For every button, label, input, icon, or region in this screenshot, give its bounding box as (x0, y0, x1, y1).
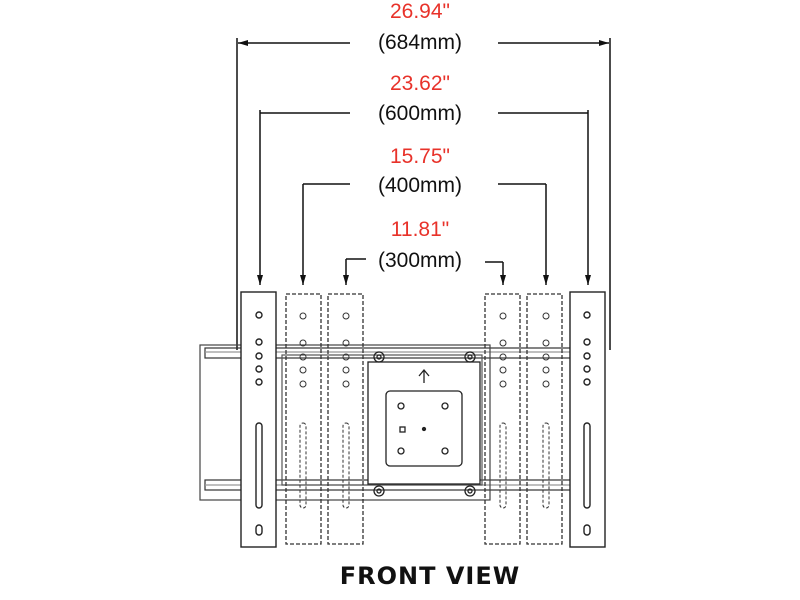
dashed-arm-300-right (484, 293, 521, 545)
dashed-arm-300-left (327, 293, 364, 545)
outer-arm-left (240, 291, 277, 548)
up-arrow-icon (418, 368, 430, 383)
dimension-684-inches: 26.94" (389, 0, 450, 23)
dimension-684-mm: (684mm) (377, 31, 462, 54)
view-caption: FRONT VIEW (339, 562, 521, 590)
dimension-600-mm: (600mm) (377, 102, 462, 125)
dimension-line-600 (257, 110, 591, 285)
dimension-600-inches: 23.62" (389, 72, 450, 95)
dimension-300-inches: 11.81" (390, 218, 450, 241)
dimension-400-inches: 15.75" (389, 145, 450, 168)
dimension-line-684 (236, 38, 611, 350)
center-mount-plate (367, 351, 481, 497)
dimension-line-300 (343, 258, 506, 285)
dashed-arm-400-right (526, 293, 563, 545)
dimension-300-mm: (300mm) (377, 249, 462, 272)
dashed-arm-400-left (285, 293, 322, 545)
outer-arm-right (569, 291, 606, 548)
dimension-400-mm: (400mm) (377, 174, 462, 197)
dimension-line-400 (300, 183, 549, 285)
